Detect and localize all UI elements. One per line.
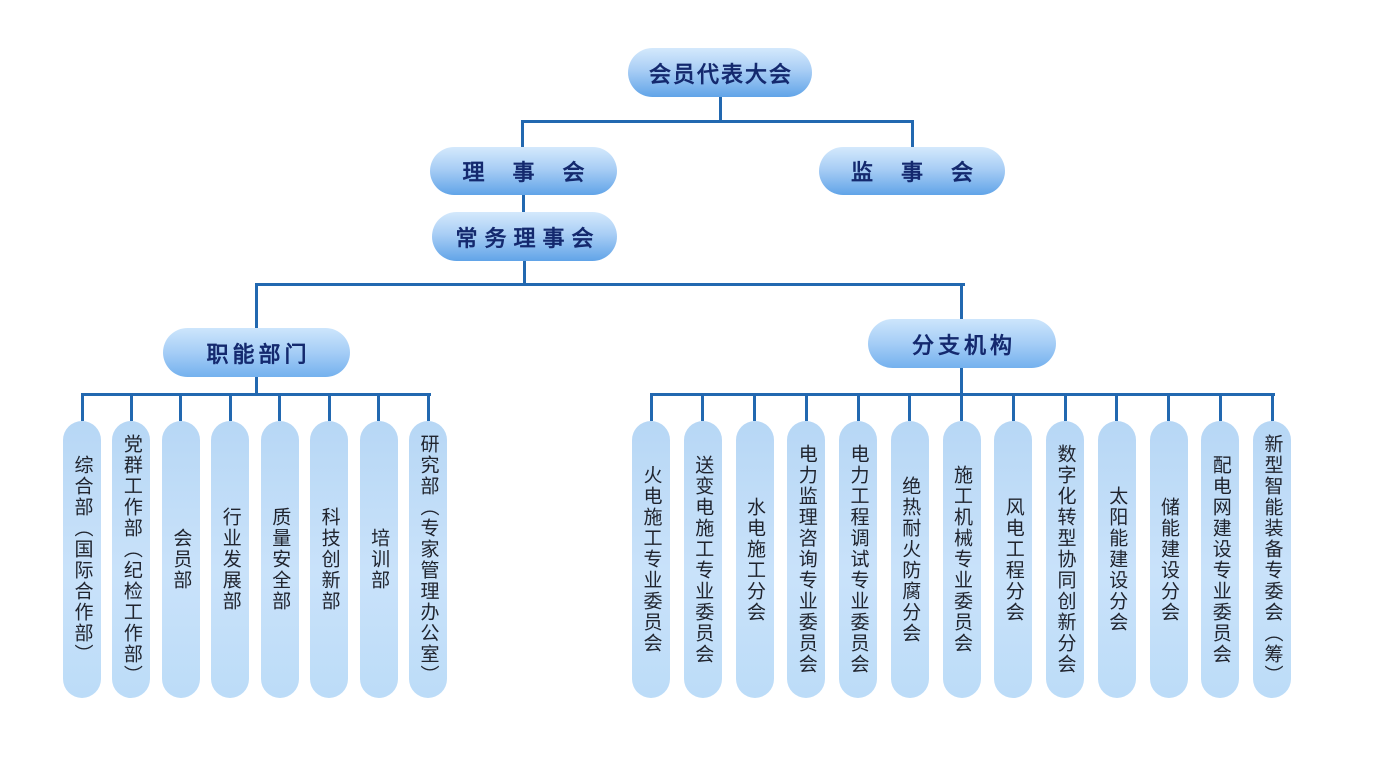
dept-pill: 培训部 [359, 421, 398, 698]
connector-line [129, 393, 133, 421]
connector-line [719, 97, 722, 123]
branch-pill: 新型智能装备专委会（筹） [1253, 421, 1291, 698]
connector-line [856, 393, 860, 421]
connector-line [1011, 393, 1015, 421]
branch-pill: 送变电施工专业委员会 [683, 421, 722, 698]
node-members-assembly: 会员代表大会 [628, 48, 812, 97]
node-label: 监事会 [850, 160, 1001, 185]
branch-pill: 绝热耐火防腐分会 [890, 421, 929, 698]
node-standing-council: 常务理事会 [432, 212, 617, 261]
connector-line [521, 120, 524, 147]
connector-line [1115, 393, 1119, 421]
connector-line [228, 393, 232, 421]
dept-pill: 研究部（专家管理办公室） [409, 421, 447, 698]
node-branch-organizations: 分支机构 [868, 319, 1056, 368]
pill-label: 施工机械专业委员会 [951, 465, 973, 654]
branch-pill: 电力监理咨询专业委员会 [787, 421, 826, 698]
connector-line [960, 368, 963, 396]
branch-pill: 施工机械专业委员会 [942, 421, 981, 698]
pill-label: 风电工程分会 [1002, 496, 1025, 623]
connector-line [1063, 393, 1067, 421]
pill-label: 电力监理咨询专业委员会 [795, 444, 818, 675]
connector-line [960, 393, 963, 421]
dept-pill: 综合部（国际合作部） [63, 421, 101, 698]
connector-line [81, 393, 431, 396]
connector-line [649, 393, 653, 421]
pill-label: 行业发展部 [219, 507, 242, 612]
node-label: 常务理事会 [455, 225, 601, 251]
connector-line [523, 261, 526, 286]
branch-pill: 风电工程分会 [994, 421, 1033, 698]
connector-line [521, 120, 914, 123]
branch-pill: 太阳能建设分会 [1097, 421, 1136, 698]
node-functional-departments: 职能部门 [163, 328, 350, 377]
pill-label: 储能建设分会 [1158, 496, 1180, 623]
pill-label: 会员部 [170, 528, 193, 591]
pill-label: 综合部（国际合作部） [71, 454, 94, 665]
pill-label: 党群工作部（纪检工作部） [120, 433, 143, 686]
dept-pill: 科技创新部 [310, 421, 349, 698]
pill-label: 配电网建设专业委员会 [1209, 454, 1232, 665]
branch-pill: 水电施工分会 [735, 421, 774, 698]
branch-pill: 数字化转型协同创新分会 [1046, 421, 1084, 698]
dept-pill: 会员部 [161, 421, 200, 698]
dept-pill: 行业发展部 [211, 421, 250, 698]
dept-pill: 质量安全部 [260, 421, 299, 698]
pill-label: 绝热耐火防腐分会 [899, 475, 922, 644]
dept-pill: 党群工作部（纪检工作部） [112, 421, 151, 698]
node-supervisory-board: 监事会 [819, 147, 1005, 195]
pill-label: 水电施工分会 [744, 496, 766, 623]
connector-line [255, 377, 258, 396]
pill-label: 电力工程调试专业委员会 [847, 444, 870, 675]
pill-label: 研究部（专家管理办公室） [417, 433, 440, 686]
branch-pill: 配电网建设专业委员会 [1201, 421, 1240, 698]
branch-pill: 电力工程调试专业委员会 [839, 421, 877, 698]
connector-line [1167, 393, 1170, 421]
node-council: 理事会 [430, 147, 617, 195]
connector-line [377, 393, 381, 421]
connector-line [960, 283, 963, 319]
pill-label: 太阳能建设分会 [1106, 486, 1129, 633]
branch-pill: 储能建设分会 [1149, 421, 1188, 698]
connector-line [522, 195, 525, 212]
node-label: 会员代表大会 [648, 61, 793, 87]
connector-line [701, 393, 705, 421]
connector-line [179, 393, 183, 421]
connector-line [80, 393, 84, 421]
pill-label: 数字化转型协同创新分会 [1054, 444, 1077, 675]
connector-line [426, 393, 430, 421]
pill-label: 火电施工专业委员会 [640, 465, 663, 654]
connector-line [278, 393, 282, 421]
connector-line [911, 120, 914, 147]
pill-label: 科技创新部 [318, 507, 341, 612]
connector-line [327, 393, 331, 421]
branch-pill: 火电施工专业委员会 [632, 421, 670, 698]
connector-line [1270, 393, 1274, 421]
node-label: 分支机构 [911, 332, 1016, 358]
pill-label: 培训部 [368, 528, 391, 591]
node-label: 职能部门 [206, 341, 311, 367]
pill-label: 质量安全部 [269, 507, 292, 612]
pill-label: 新型智能装备专委会（筹） [1261, 433, 1284, 686]
node-label: 理事会 [462, 160, 613, 185]
connector-line [255, 283, 258, 328]
connector-line [255, 283, 965, 286]
connector-line [804, 393, 808, 421]
pill-label: 送变电施工专业委员会 [692, 454, 715, 665]
connector-line [1218, 393, 1222, 421]
connector-line [908, 393, 912, 421]
connector-line [753, 393, 756, 421]
